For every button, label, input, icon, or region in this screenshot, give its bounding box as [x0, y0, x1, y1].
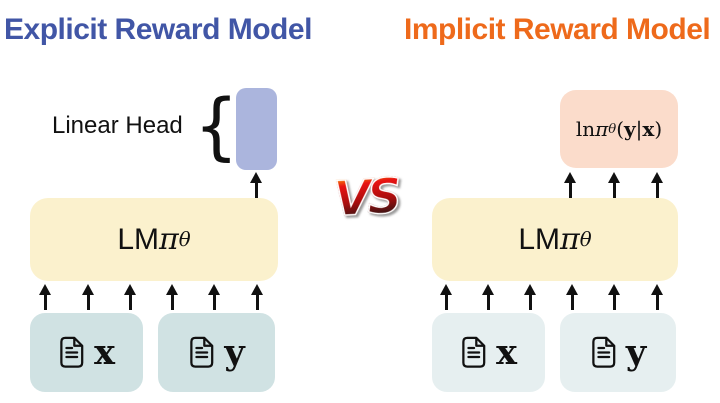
- pi-symbol: π: [560, 222, 580, 257]
- pi-symbol: π: [595, 117, 609, 141]
- ln-label: ln: [575, 117, 596, 141]
- theta-subscript: θ: [608, 121, 617, 137]
- input-box-y-implicit: y: [560, 313, 676, 392]
- lm-label: LM: [117, 222, 160, 256]
- lm-label: LM: [518, 222, 561, 256]
- input-symbol-y: y: [625, 332, 647, 373]
- up-arrow-icon: [166, 284, 178, 310]
- up-arrow-icon: [440, 284, 452, 310]
- theta-subscript: θ: [178, 228, 191, 251]
- document-icon: [190, 336, 214, 368]
- open-paren: (: [616, 117, 625, 141]
- input-box-x-implicit: x: [432, 313, 545, 392]
- linear-head-box: [236, 88, 277, 170]
- up-arrow-icon: [608, 284, 620, 310]
- up-arrow-icon: [482, 284, 494, 310]
- close-paren: ): [654, 117, 663, 141]
- vs-badge: VS: [313, 168, 420, 229]
- up-arrow-icon: [250, 172, 262, 198]
- up-arrow-icon: [124, 284, 136, 310]
- up-arrow-icon: [251, 284, 263, 310]
- theta-subscript: θ: [579, 228, 592, 251]
- up-arrow-icon: [608, 172, 620, 198]
- up-arrow-icon: [208, 284, 220, 310]
- curly-brace: {: [194, 82, 239, 170]
- up-arrow-icon: [564, 172, 576, 198]
- x-bold: x: [642, 117, 655, 141]
- document-icon: [60, 336, 84, 368]
- up-arrow-icon: [39, 284, 51, 310]
- pi-symbol: π: [159, 222, 179, 257]
- implicit-reward-model-title: Implicit Reward Model: [404, 13, 711, 46]
- input-box-x-explicit: x: [30, 313, 143, 392]
- up-arrow-icon: [82, 284, 94, 310]
- document-icon: [462, 336, 486, 368]
- up-arrow-icon: [524, 284, 536, 310]
- document-icon: [592, 336, 616, 368]
- input-symbol-x: x: [496, 332, 517, 373]
- up-arrow-icon: [566, 284, 578, 310]
- up-arrow-icon: [651, 284, 663, 310]
- input-symbol-x: x: [94, 332, 115, 373]
- input-symbol-y: y: [224, 332, 245, 373]
- bar-symbol: |: [635, 117, 643, 141]
- y-bold: y: [624, 117, 636, 141]
- up-arrow-icon: [651, 172, 663, 198]
- input-box-y-explicit: y: [158, 313, 275, 392]
- linear-head-label: Linear Head: [52, 112, 183, 139]
- explicit-reward-model-title: Explicit Reward Model: [4, 13, 312, 46]
